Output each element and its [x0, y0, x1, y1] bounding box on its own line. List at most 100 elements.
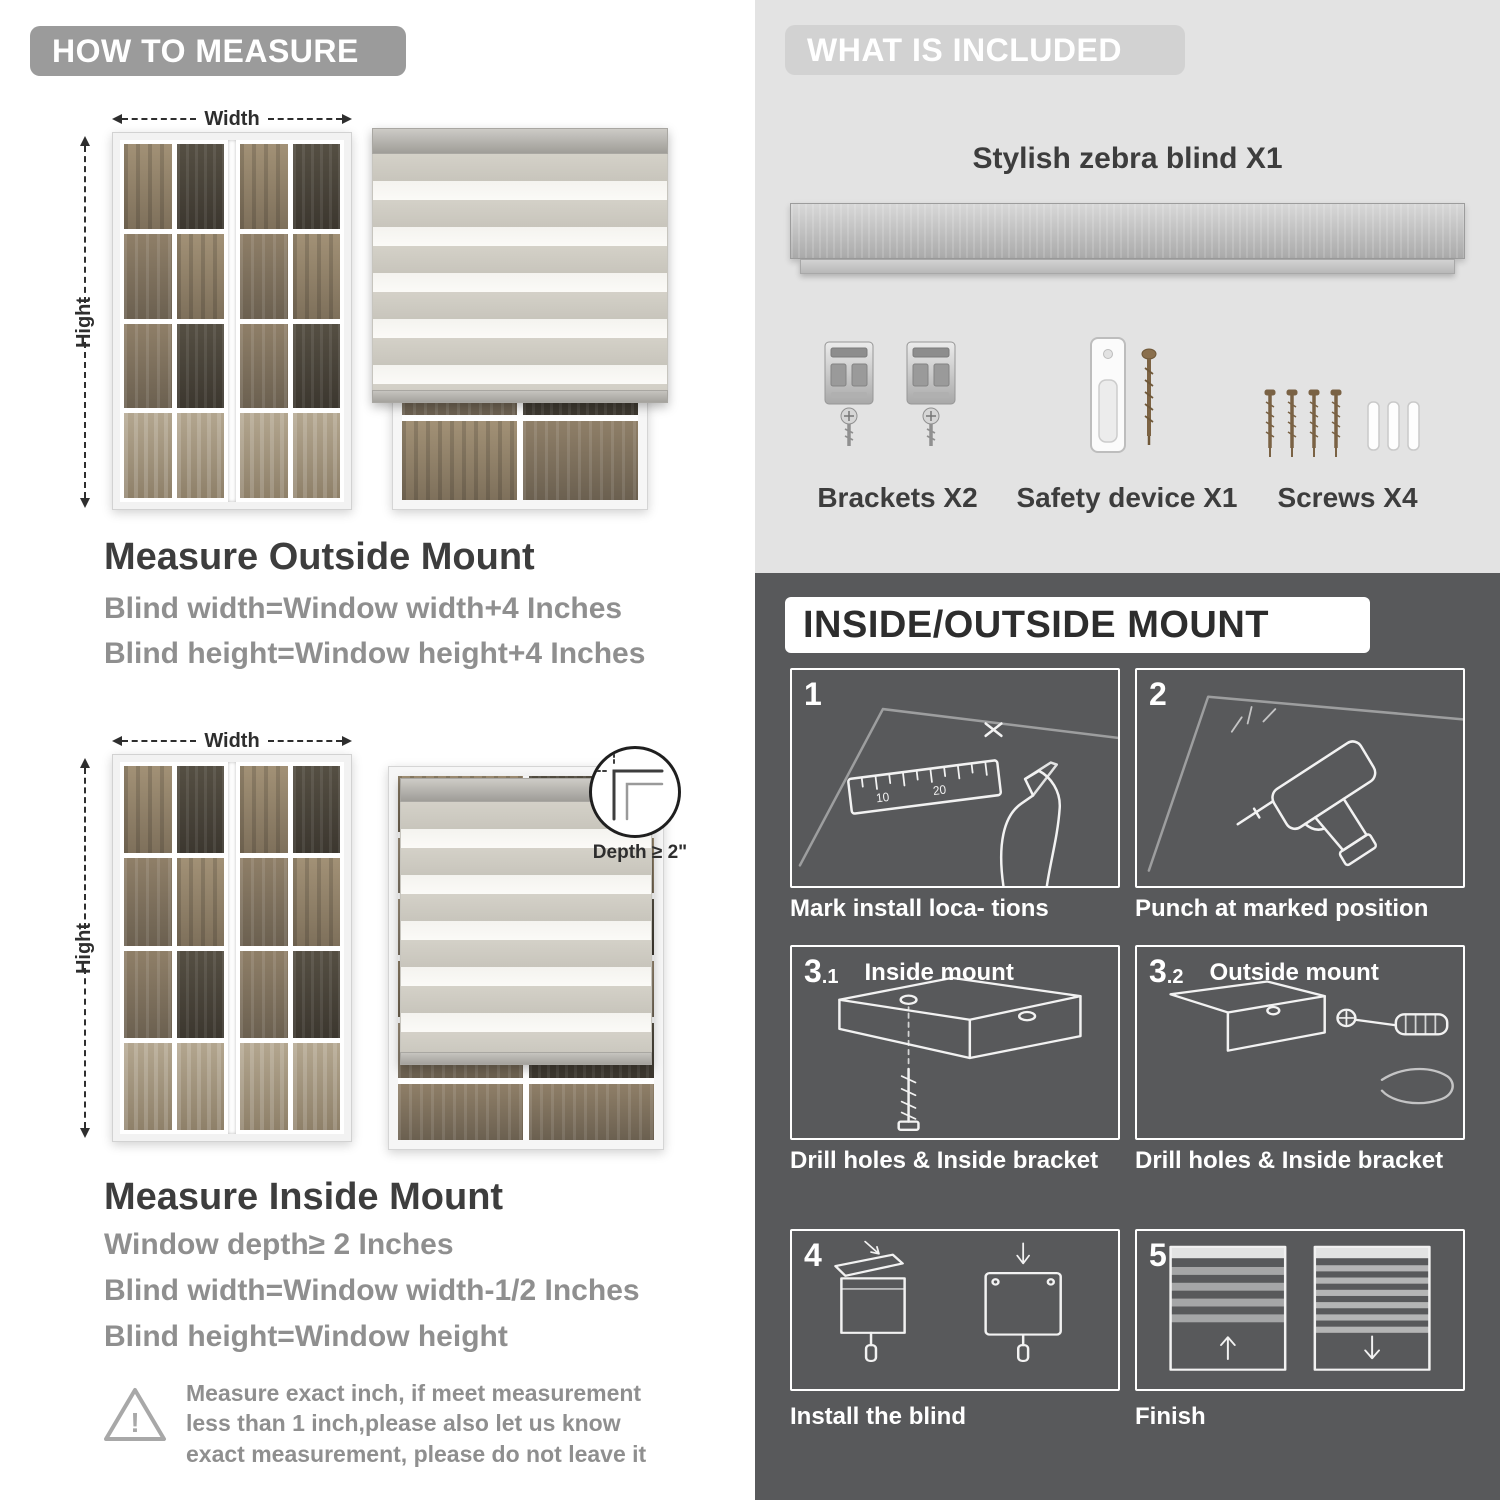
arrow-up-icon — [80, 758, 90, 768]
window-pane — [292, 323, 340, 409]
svg-text:10: 10 — [875, 790, 890, 806]
blind-bottomrail — [400, 1052, 652, 1065]
arrow-down-icon — [80, 1128, 90, 1138]
inside-mount-line1: Window depth≥ 2 Inches — [104, 1228, 454, 1261]
arrow-right-icon — [342, 114, 353, 124]
zebra-blind-outside — [372, 128, 668, 403]
step-5-panel: 5 — [1135, 1229, 1465, 1391]
inside-mount-line3: Blind height=Window height — [104, 1320, 508, 1353]
inside-bracket-sketch — [838, 976, 1082, 1131]
outside-mount-line2: Blind height=Window height+4 Inches — [104, 637, 646, 670]
window-pane — [176, 233, 224, 319]
svg-text:!: ! — [130, 1407, 139, 1438]
warning-icon: ! — [104, 1388, 166, 1441]
window-pane — [124, 858, 172, 946]
window-pane — [292, 413, 340, 498]
step-3-2-caption: Drill holes & Inside bracket — [1135, 1147, 1444, 1174]
arrow-right-icon — [342, 736, 353, 746]
window-pane — [240, 1042, 288, 1130]
window-pane — [523, 420, 638, 500]
window-illustration-outside — [112, 132, 352, 510]
mount-section: INSIDE/OUTSIDE MOUNT 1 — [755, 573, 1500, 1500]
step-3-1-panel: 3 .1 Inside mount — [790, 945, 1120, 1140]
screws-icon — [1264, 389, 1420, 457]
window-panes — [124, 766, 224, 1130]
install-blind-sketch — [834, 1240, 1062, 1363]
window-pane — [240, 144, 288, 229]
window-pane — [292, 1042, 340, 1130]
width-arrow-outside: Width — [112, 108, 353, 130]
window-mullion — [228, 140, 236, 502]
step-5-caption: Finish — [1135, 1403, 1206, 1430]
step-1-caption: Mark install loca- tions — [790, 895, 1049, 922]
corner-magnified-icon — [596, 753, 664, 821]
finish-sketch — [1169, 1245, 1431, 1371]
step-4-panel: 4 — [790, 1229, 1120, 1391]
inside-mount-title: Measure Inside Mount — [104, 1176, 504, 1218]
zebra-blind-cassette — [790, 203, 1465, 259]
window-pane — [124, 233, 172, 319]
blind-demo-outside — [372, 128, 668, 512]
arrow-up-icon — [80, 136, 90, 146]
step-3-2-panel: 3 .2 Outside mount — [1135, 945, 1465, 1140]
step-2-panel: 2 — [1135, 668, 1465, 888]
step-3-1-caption: Drill holes & Inside bracket — [790, 1147, 1099, 1174]
window-pane — [402, 420, 517, 500]
window-pane — [529, 1084, 654, 1140]
window-pane — [124, 766, 172, 854]
width-arrow-inside: Width — [112, 729, 353, 752]
mount-section-header: INSIDE/OUTSIDE MOUNT — [785, 597, 1370, 653]
window-pane — [124, 1042, 172, 1130]
outside-mount-title: Measure Outside Mount — [104, 536, 535, 578]
window-pane — [176, 323, 224, 409]
width-label: Width — [204, 729, 260, 752]
height-arrow-outside: Hight — [74, 136, 96, 508]
window-pane — [240, 233, 288, 319]
window-pane — [176, 144, 224, 229]
blind-stripes — [372, 154, 668, 390]
bracket-icon — [824, 341, 874, 446]
how-to-measure-header: HOW TO MEASURE — [30, 26, 406, 76]
window-pane — [240, 950, 288, 1038]
screws-label: Screws X4 — [1277, 482, 1418, 513]
drill-sketch — [1147, 695, 1463, 872]
window-pane — [292, 950, 340, 1038]
window-pane — [240, 766, 288, 854]
step-4-caption: Install the blind — [790, 1403, 967, 1430]
window-pane — [176, 1042, 224, 1130]
window-panes — [240, 766, 340, 1130]
window-pane — [292, 144, 340, 229]
window-pane — [124, 323, 172, 409]
window-pane — [124, 413, 172, 498]
window-mullion — [228, 762, 236, 1134]
window-pane — [176, 413, 224, 498]
svg-text:20: 20 — [932, 782, 947, 798]
step-1-panel: 1 10 20 — [790, 668, 1120, 888]
blind-headrail — [372, 128, 668, 154]
window-pane — [176, 858, 224, 946]
blind-bottomrail — [372, 390, 668, 403]
step-2-caption: Punch at marked position — [1135, 895, 1429, 922]
window-pane — [176, 766, 224, 854]
depth-callout-label: Depth ≥ 2" — [592, 842, 688, 863]
height-arrow-inside: Hight — [74, 758, 96, 1138]
bracket-icon — [906, 341, 956, 446]
window-panes — [124, 144, 224, 498]
arrow-down-icon — [80, 498, 90, 508]
window-pane — [124, 144, 172, 229]
anchors-icon — [1367, 401, 1420, 451]
arrow-left-icon — [112, 736, 122, 746]
window-pane — [176, 950, 224, 1038]
arrow-left-icon — [112, 114, 122, 124]
window-pane — [292, 766, 340, 854]
safety-device-label: Safety device X1 — [1016, 482, 1238, 513]
outside-mount-line1: Blind width=Window width+4 Inches — [104, 592, 623, 625]
inside-mount-line2: Blind width=Window width-1/2 Inches — [104, 1274, 640, 1307]
measure-note: Measure exact inch, if meet measurement … — [186, 1380, 647, 1467]
outside-bracket-sketch — [1169, 980, 1454, 1105]
window-pane — [292, 233, 340, 319]
window-pane — [240, 858, 288, 946]
window-pane — [240, 323, 288, 409]
product-label: Stylish zebra blind X1 — [972, 142, 1283, 175]
